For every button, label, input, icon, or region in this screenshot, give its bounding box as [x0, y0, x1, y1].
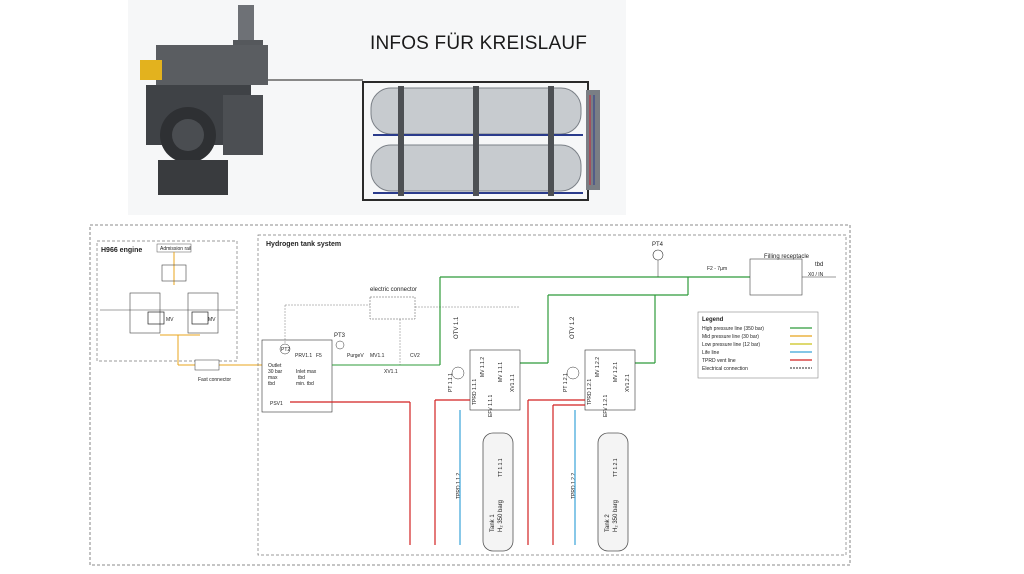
filling-label-1: Filling receptacle [764, 254, 810, 260]
tank2-otv: OTV 1.2 [570, 316, 576, 339]
outer-frame [89, 224, 851, 566]
tank-system-title: Hydrogen tank system [266, 241, 341, 248]
f5-label: F5 [316, 353, 322, 359]
engine-mv-left: MV [166, 317, 174, 323]
tank2-efv: EFV 1.2.1 [603, 395, 609, 417]
pt3-label: PT3 [334, 333, 346, 339]
xv11-label: XV1.1 [384, 369, 398, 375]
pt2-label: PT2 [281, 347, 290, 353]
tank2-group: OTV 1.2 PT 1.2.1 MV 1.2.2 MV 1.2.1 XV1.2… [527, 316, 636, 552]
inlet-label-3: min. tbd [296, 381, 314, 387]
legend-item-label: TPRD vent line [702, 358, 736, 364]
tank1-otv: OTV 1.1 [454, 316, 460, 339]
tank2-mv: MV 1.2.2 [595, 357, 601, 377]
pt4-label: PT4 [652, 242, 664, 248]
f2-label: F2 - 7µm [707, 266, 727, 272]
outlet-label-3: max [268, 375, 278, 381]
cv2-label: CV2 [410, 353, 420, 359]
tank1-tprd2: TPRD 1.1.2 [456, 473, 462, 499]
legend-item-label: Mid pressure line (30 bar) [702, 334, 759, 340]
engine-box-title: H966 engine [101, 247, 142, 254]
tank1-xv: XV1.1.1 [510, 374, 516, 392]
inlet-label-2: tbd [298, 375, 305, 381]
hydrogen-schematic: H966 engine Admission rail MV MV Fast co… [89, 224, 851, 566]
engine-tank-photo [128, 0, 626, 215]
tank2-xv: XV1.2.1 [625, 374, 631, 392]
engine-illustration [140, 5, 363, 195]
legend-title: Legend [702, 317, 724, 323]
electric-connector-label: electric connector [370, 287, 417, 293]
tank1-name: Tank 1 [490, 514, 496, 532]
inlet-label-1: Inlet max [296, 369, 317, 375]
purge-label: PurgeV [347, 353, 364, 359]
legend-item-label: High pressure line (350 bar) [702, 326, 764, 332]
outlet-label-2: 30 bar [268, 369, 283, 375]
tank2-mv2: MV 1.2.1 [613, 362, 619, 382]
tank2-tprd2: TPRD 1.2.2 [571, 473, 577, 499]
slide-title: INFOS FÜR KREISLAUF [370, 33, 588, 54]
engine-box: H966 engine Admission rail MV MV [96, 240, 238, 365]
tank1-tt: TT 1.1.1 [498, 458, 504, 477]
tank2-pt: PT 1.2.1 [563, 373, 569, 392]
admission-rail-label: Admission rail [160, 246, 191, 252]
tank1-efv: EFV 1.1.1 [488, 395, 494, 417]
fast-connector-label: Fast connector [198, 377, 231, 383]
mv11-label: MV1.1 [370, 353, 385, 359]
tank1-pt: PT 1.1.1 [448, 373, 454, 392]
psv1-label: PSV1 [270, 401, 283, 407]
tank1-tprd: TPRD 1.1.1 [472, 379, 478, 405]
legend-item-label: Low pressure line (12 bar) [702, 342, 760, 348]
tank2-tt: TT 1.2.1 [613, 458, 619, 477]
tank1-group: OTV 1.1 PT 1.1.1 MV 1.1.2 MV 1.1.1 XV1.1… [434, 316, 521, 552]
engine-mv-right: MV [208, 317, 216, 323]
tank1-pressure: H₂ 350 barg [498, 500, 504, 532]
tank1-mv: MV 1.1.2 [480, 357, 486, 377]
outlet-label-1: Outlet [268, 363, 282, 369]
tank-rack-illustration [362, 81, 600, 201]
engine-tank-illustration [140, 5, 600, 201]
outlet-label-4: tbd [268, 381, 275, 387]
x0-label: X0 / IN [808, 272, 824, 278]
tank-system-frame [257, 234, 847, 556]
tank2-tprd: TPRD 1.2.1 [587, 379, 593, 405]
filling-label-2: tbd [815, 262, 823, 268]
tank1-mv2: MV 1.1.1 [498, 362, 504, 382]
legend-item-label: Electrical connection [702, 366, 748, 372]
legend: Legend High pressure line (350 bar) Mid p… [697, 311, 819, 379]
legend-item-label: Life line [702, 350, 719, 356]
tank2-name: Tank 2 [605, 514, 611, 532]
tank2-pressure: H₂ 350 barg [613, 500, 619, 532]
prv-label: PRV1.1 [295, 353, 312, 359]
